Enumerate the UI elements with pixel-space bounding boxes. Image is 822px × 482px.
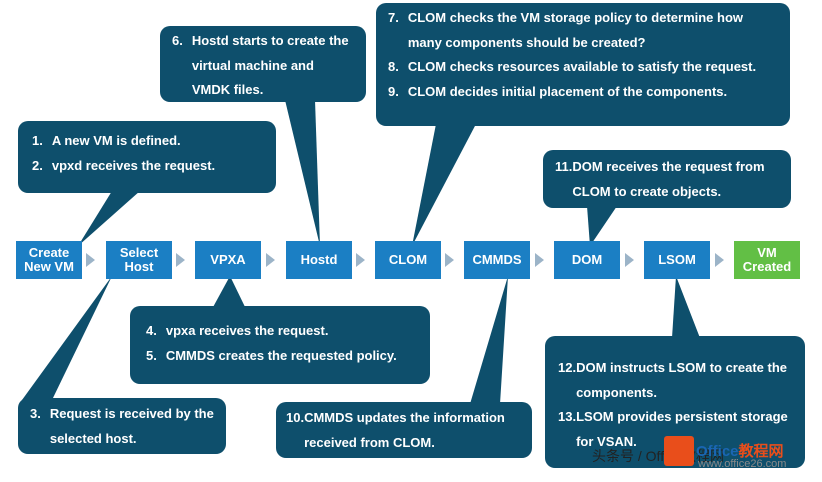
callout-vm-defined: 1.A new VM is defined. 2.vpxd receives t…	[18, 121, 276, 193]
flow-arrow	[625, 253, 634, 267]
callout-item: 1.A new VM is defined.	[32, 133, 181, 148]
callout-item: 6.Hostd starts to create the virtual mac…	[172, 33, 349, 97]
callout-item: 12.DOM instructs LSOM to create the comp…	[558, 360, 787, 400]
flow-arrow	[535, 253, 544, 267]
pointer-callout-11	[587, 206, 617, 246]
pointer-callout-7-9	[412, 124, 476, 246]
pointer-callout-1-2	[78, 191, 140, 246]
step-dom: DOM	[554, 241, 620, 279]
step-lsom: LSOM	[644, 241, 710, 279]
flow-arrow	[176, 253, 185, 267]
step-clom: CLOM	[375, 241, 441, 279]
callout-item: 3.Request is received by the selected ho…	[30, 406, 214, 446]
pointer-callout-12-13	[672, 276, 700, 338]
pointer-callout-4-5	[212, 276, 246, 309]
step-vpxa: VPXA	[195, 241, 261, 279]
callout-cmmds: 10.CMMDS updates the information receive…	[276, 402, 532, 458]
callout-item: 8.CLOM checks resources available to sat…	[388, 59, 757, 74]
callout-dom: 11.DOM receives the request from CLOM to…	[543, 150, 791, 208]
watermark-site: www.office26.com	[698, 458, 787, 470]
pointer-callout-6	[285, 100, 320, 246]
office-logo-icon	[664, 436, 694, 466]
callout-clom: 7.CLOM checks the VM storage policy to d…	[376, 3, 790, 126]
flow-arrow	[445, 253, 454, 267]
callout-host: 3.Request is received by the selected ho…	[18, 398, 226, 454]
callout-item: 4.vpxa receives the request.	[146, 323, 329, 338]
callout-item: 10.CMMDS updates the information receive…	[286, 410, 505, 450]
step-cmmds: CMMDS	[464, 241, 530, 279]
callout-hostd: 6.Hostd starts to create the virtual mac…	[160, 26, 366, 102]
callout-item: 2.vpxd receives the request.	[32, 157, 216, 173]
pointer-callout-3	[22, 276, 112, 400]
step-vm-created: VM Created	[734, 241, 800, 279]
step-create-new-vm: Create New VM	[16, 241, 82, 279]
flow-arrow	[715, 253, 724, 267]
callout-item: 5.CMMDS creates the requested policy.	[146, 347, 397, 363]
callout-item: 7.CLOM checks the VM storage policy to d…	[388, 10, 744, 50]
flow-arrow	[356, 253, 365, 267]
flow-arrow	[266, 253, 275, 267]
step-select-host: Select Host	[106, 241, 172, 279]
pointer-callout-10	[470, 276, 508, 404]
callout-item: 11.DOM receives the request from CLOM to…	[555, 159, 765, 199]
watermark-brand: Office教程网	[696, 443, 784, 460]
callout-item: 13.LSOM provides persistent storage for …	[558, 409, 788, 449]
step-hostd: Hostd	[286, 241, 352, 279]
callout-item: 9.CLOM decides initial placement of the …	[388, 83, 728, 99]
flow-arrow	[86, 253, 95, 267]
callout-vpxa: 4.vpxa receives the request. 5.CMMDS cre…	[130, 306, 430, 384]
